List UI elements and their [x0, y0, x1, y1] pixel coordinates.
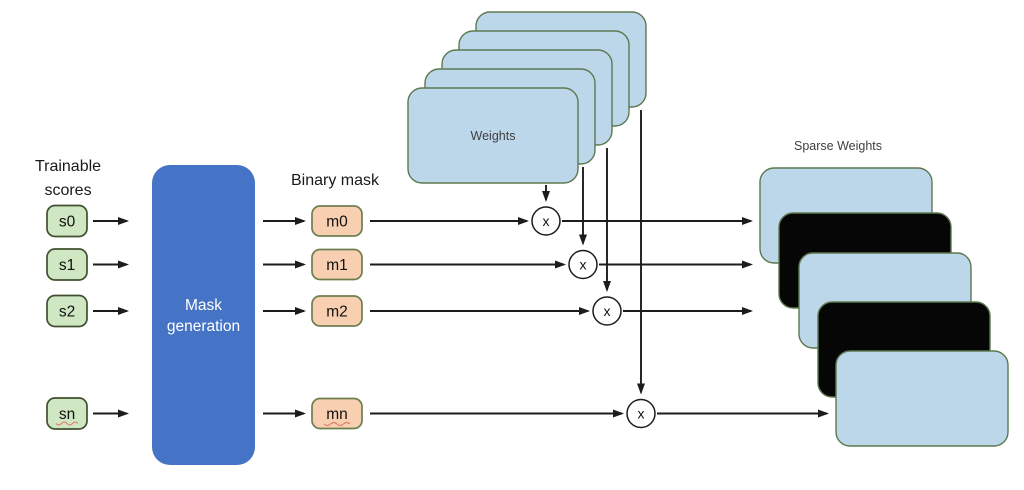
multiply-to-sparse-arrows — [562, 217, 829, 418]
mask-label-m2: m2 — [326, 304, 348, 321]
generator-to-mask-arrows — [263, 217, 306, 418]
score-node-s1: s1 — [46, 248, 88, 281]
mask-generation-box — [152, 165, 255, 465]
multiply-circle-1 — [531, 206, 561, 236]
sparse-weights-stack: Sparse Weights — [759, 139, 1009, 447]
multiply-symbol-1: x — [543, 213, 550, 229]
multiply-node-4: x — [626, 398, 656, 429]
multiply-circle-4 — [626, 398, 656, 429]
multiply-symbol-3: x — [604, 303, 611, 319]
weights-label: Weights — [471, 129, 516, 143]
mask-box-m0 — [311, 205, 363, 237]
mask-node-m2: m2 — [311, 295, 363, 327]
score-label-s1: s1 — [59, 257, 75, 274]
score-label-s2: s2 — [59, 304, 75, 321]
mask-label-mn: mn — [326, 406, 348, 423]
mask-box-m2 — [311, 295, 363, 327]
score-box-s2 — [46, 294, 88, 328]
mask-node-m0: m0 — [311, 205, 363, 237]
multiply-circle-3 — [592, 296, 622, 326]
weights-to-multiply-arrows — [542, 110, 645, 395]
score-box-sn — [46, 397, 88, 430]
mask-label-m0: m0 — [326, 214, 348, 231]
trainable-scores-section: Trainable scores s0 s1 s2 sn — [35, 158, 129, 430]
sparse-card-5-kept — [835, 350, 1009, 447]
multiply-symbol-4: x — [638, 406, 645, 422]
mask-box-m1 — [311, 248, 363, 281]
weights-stack: Weights — [407, 11, 647, 184]
score-node-s0: s0 — [46, 204, 88, 238]
sparse-weights-label: Sparse Weights — [794, 139, 882, 153]
weights-card-front — [407, 87, 579, 184]
mask-box-mn — [311, 397, 363, 430]
mask-node-m1: m1 — [311, 248, 363, 281]
spellcheck-underline-mn — [323, 421, 351, 427]
multiply-node-3: x — [592, 296, 622, 326]
score-box-s0 — [46, 204, 88, 238]
mask-to-multiply-arrows — [370, 217, 624, 418]
multiply-node-2: x — [568, 249, 598, 280]
score-box-s1 — [46, 248, 88, 281]
multiply-symbol-2: x — [580, 257, 587, 273]
multiply-nodes: x x x x — [531, 206, 656, 429]
score-node-s2: s2 — [46, 294, 88, 328]
score-label-s0: s0 — [59, 214, 76, 231]
binary-mask-label: Binary mask — [291, 172, 380, 189]
trainable-scores-label-line2: scores — [44, 182, 91, 199]
binary-mask-section: Binary mask m0 m1 m2 mn — [291, 172, 380, 430]
score-node-sn: sn — [46, 397, 88, 430]
mask-label-m1: m1 — [326, 257, 348, 274]
mask-generation-block: Mask generation — [152, 165, 255, 465]
mask-generation-label-line2: generation — [167, 318, 240, 335]
multiply-node-1: x — [531, 206, 561, 236]
mask-generation-label-line1: Mask — [185, 297, 222, 314]
score-label-sn: sn — [59, 406, 75, 423]
spellcheck-underline-sn — [55, 421, 79, 426]
trainable-scores-label-line1: Trainable — [35, 158, 101, 175]
mask-node-mn: mn — [311, 397, 363, 430]
multiply-circle-2 — [568, 249, 598, 280]
